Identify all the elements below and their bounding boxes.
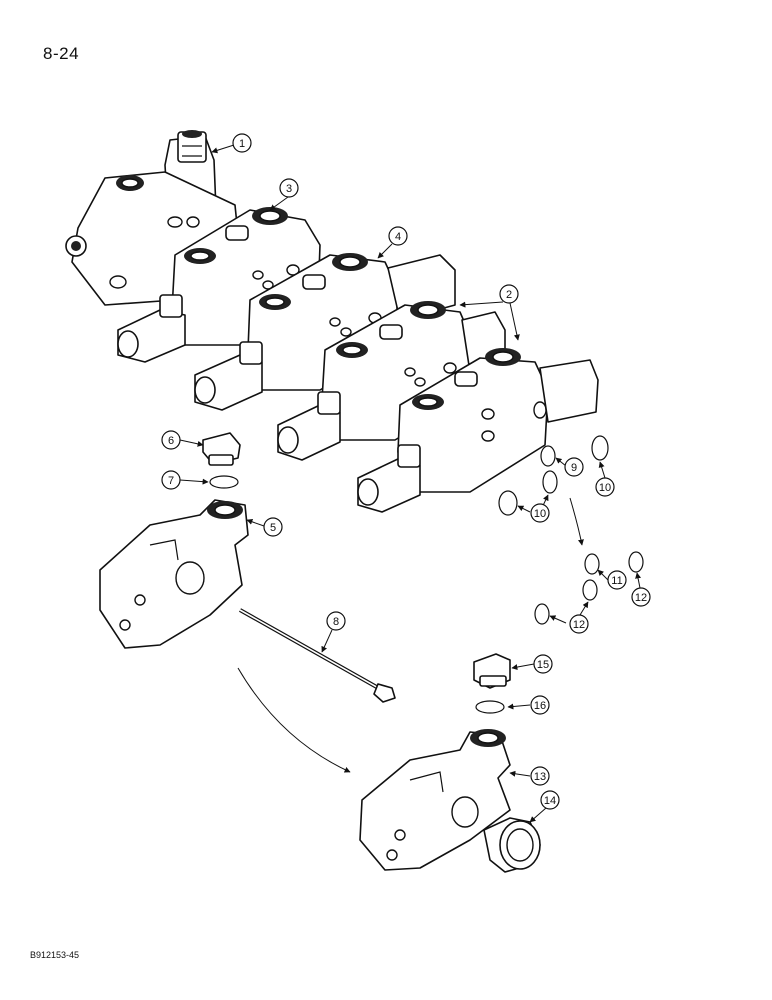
callout-label: 3 [286,183,292,195]
callout-label: 4 [395,231,401,243]
o-ring-7 [209,475,239,489]
callout-label: 7 [168,475,174,487]
callout-10-lower: 10 [530,503,550,523]
callout-label: 11 [611,575,622,587]
plug-15 [473,653,511,689]
tie-bolt-8 [239,608,396,703]
callout-12-right: 12 [631,587,651,607]
callout-label: 14 [544,795,556,807]
callout-5: 5 [263,517,283,537]
callout-3: 3 [279,178,299,198]
end-cover-5 [99,499,249,649]
page-number: 8-24 [43,44,80,63]
callout-label: 9 [571,462,577,474]
callout-11: 11 [607,570,627,590]
callout-9: 9 [564,457,584,477]
callout-label: 5 [270,522,276,534]
plug-6 [202,432,241,466]
callout-label: 15 [537,659,549,671]
callout-label: 13 [534,771,546,783]
fitting-14 [483,817,541,873]
o-rings-group [498,435,644,625]
leader-lines [179,144,642,823]
control-valve-stack [65,130,599,513]
callout-7: 7 [161,470,181,490]
figure-code: B912153-45 [30,950,80,960]
callout-16: 16 [530,695,550,715]
callout-label: 12 [573,619,585,631]
valve-section-2b [357,348,599,513]
callout-15: 15 [533,654,553,674]
callout-4: 4 [388,226,408,246]
o-ring-16 [475,700,505,714]
o-ring-arrow [569,497,584,546]
assembly-arrow [237,667,351,773]
callout-2: 2 [499,284,519,304]
callout-1: 1 [232,133,252,153]
callout-8: 8 [326,611,346,631]
callout-label: 12 [635,592,647,604]
callout-label: 1 [239,138,245,150]
callout-label: 2 [506,289,512,301]
callout-label: 10 [599,482,611,494]
callout-6: 6 [161,430,181,450]
callout-label: 8 [333,616,339,628]
callout-12-left: 12 [569,614,589,634]
callout-10-upper: 10 [595,477,615,497]
callout-13: 13 [530,766,550,786]
end-cover-13 [359,729,511,871]
callout-label: 10 [534,508,546,520]
callout-label: 6 [168,435,174,447]
callout-label: 16 [534,700,546,712]
callout-14: 14 [540,790,560,810]
